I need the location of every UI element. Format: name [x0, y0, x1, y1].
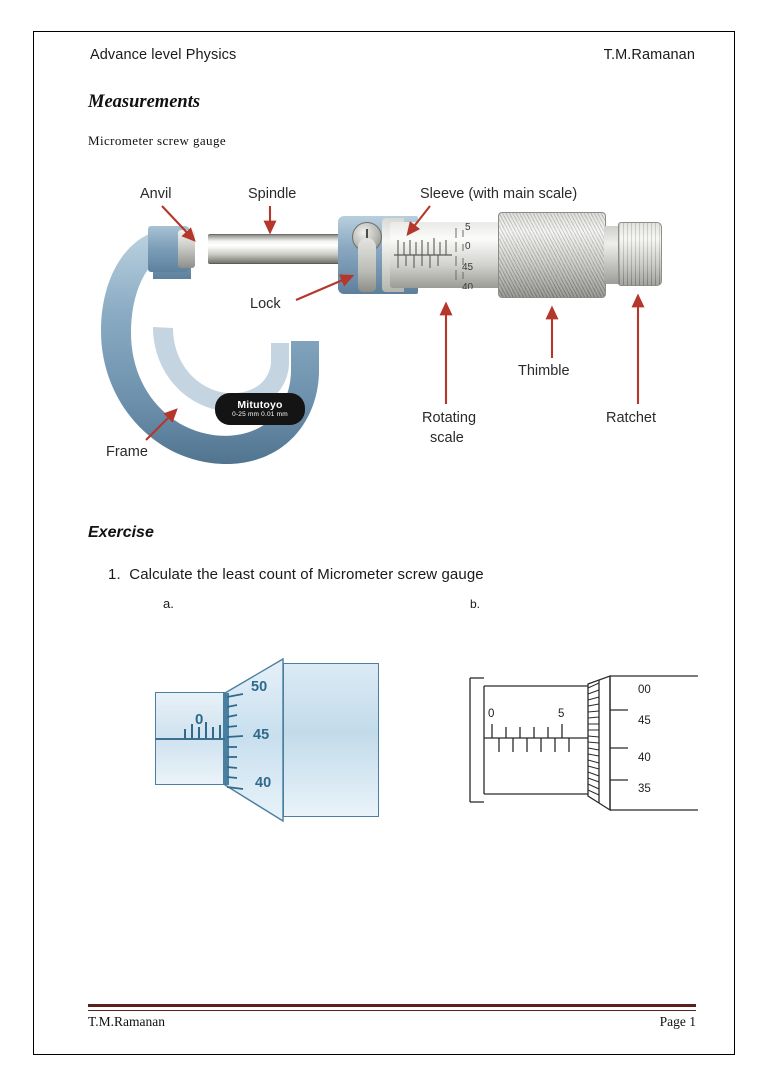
question-text: Calculate the least count of Micrometer … — [129, 566, 484, 583]
label-rotating-scale-line1: Rotating — [422, 410, 477, 426]
sleeve-number-5: 5 — [465, 222, 471, 233]
diagram-a-barrel — [283, 663, 379, 817]
diagram-b-thimble-35: 35 — [638, 783, 651, 795]
thimble-collar — [604, 226, 620, 284]
diagram-a-sleeve-ticks — [184, 722, 221, 739]
page-header: Advance level Physics T.M.Ramanan — [90, 47, 695, 63]
sleeve-number-40: 40 — [462, 282, 474, 289]
label-spindle: Spindle — [248, 186, 297, 202]
arrow-lock — [295, 274, 355, 301]
label-lock: Lock — [250, 296, 281, 312]
footer-page-number: Page 1 — [659, 1014, 696, 1029]
section-title: Measurements — [88, 92, 201, 112]
footer-rule-thin — [88, 1010, 696, 1011]
brand-name: Mitutoyo — [237, 398, 283, 411]
ratchet-knob — [618, 222, 662, 286]
label-frame: Frame — [106, 444, 148, 460]
header-author: T.M.Ramanan — [603, 47, 695, 63]
brand-spec: 0-25 mm 0.01 mm — [232, 410, 288, 418]
question-number: 1. — [108, 566, 121, 583]
diagram-a: 0 50 45 40 — [155, 655, 380, 840]
lock-lever — [358, 238, 376, 292]
thimble — [498, 212, 606, 298]
part-b-label: b. — [470, 597, 481, 611]
diagram-b-sleeve-0: 0 — [488, 708, 495, 720]
exercise-heading: Exercise — [88, 524, 154, 541]
diagram-a-thimble-edge — [223, 693, 229, 785]
label-anvil: Anvil — [140, 186, 172, 202]
diagram-b-thimble-40: 40 — [638, 752, 651, 764]
diagram-a-reference-line — [155, 738, 225, 740]
exercise-question-1: 1. Calculate the least count of Micromet… — [108, 566, 484, 583]
label-ratchet: Ratchet — [606, 410, 656, 426]
diagram-b-thimble-45: 45 — [638, 715, 651, 727]
label-rotating-scale-line2: scale — [430, 430, 464, 446]
diagram-b: 0 5 00 45 40 35 — [468, 672, 700, 834]
diagram-b-drawing — [469, 675, 698, 812]
diagram-a-sleeve-zero: 0 — [195, 711, 204, 728]
arrow-anvil — [161, 205, 196, 242]
page-footer: T.M.Ramanan Page 1 — [88, 1014, 696, 1030]
sleeve-number-0: 0 — [465, 241, 471, 252]
label-sleeve: Sleeve (with main scale) — [420, 186, 578, 202]
footer-rule-thick — [88, 1004, 696, 1007]
part-a-label: a. — [163, 596, 174, 611]
sleeve-number-45: 45 — [462, 262, 474, 273]
footer-author: T.M.Ramanan — [88, 1014, 165, 1029]
label-thimble: Thimble — [518, 363, 570, 379]
diagram-a-thimble-45: 45 — [253, 727, 270, 743]
figure-arrows — [145, 205, 645, 441]
sleeve-graduations — [394, 228, 464, 280]
diagram-a-thimble-50: 50 — [251, 679, 268, 695]
spindle — [208, 234, 350, 264]
section-subtitle: Micrometer screw gauge — [88, 133, 227, 148]
micrometer-figure: 5 0 45 40 Mitutoyo 0-25 mm 0.01 mm Anvil… — [90, 178, 700, 488]
arrow-sleeve — [406, 205, 431, 236]
header-course-title: Advance level Physics — [90, 47, 237, 63]
brand-badge: Mitutoyo 0-25 mm 0.01 mm — [215, 393, 305, 425]
diagram-a-thimble-ticks — [226, 693, 244, 790]
diagram-b-thimble-00: 00 — [638, 684, 651, 696]
diagram-b-sleeve-5: 5 — [558, 708, 565, 720]
diagram-a-thimble-40: 40 — [255, 775, 272, 791]
page-border — [33, 31, 735, 1055]
arrow-frame — [145, 408, 178, 441]
